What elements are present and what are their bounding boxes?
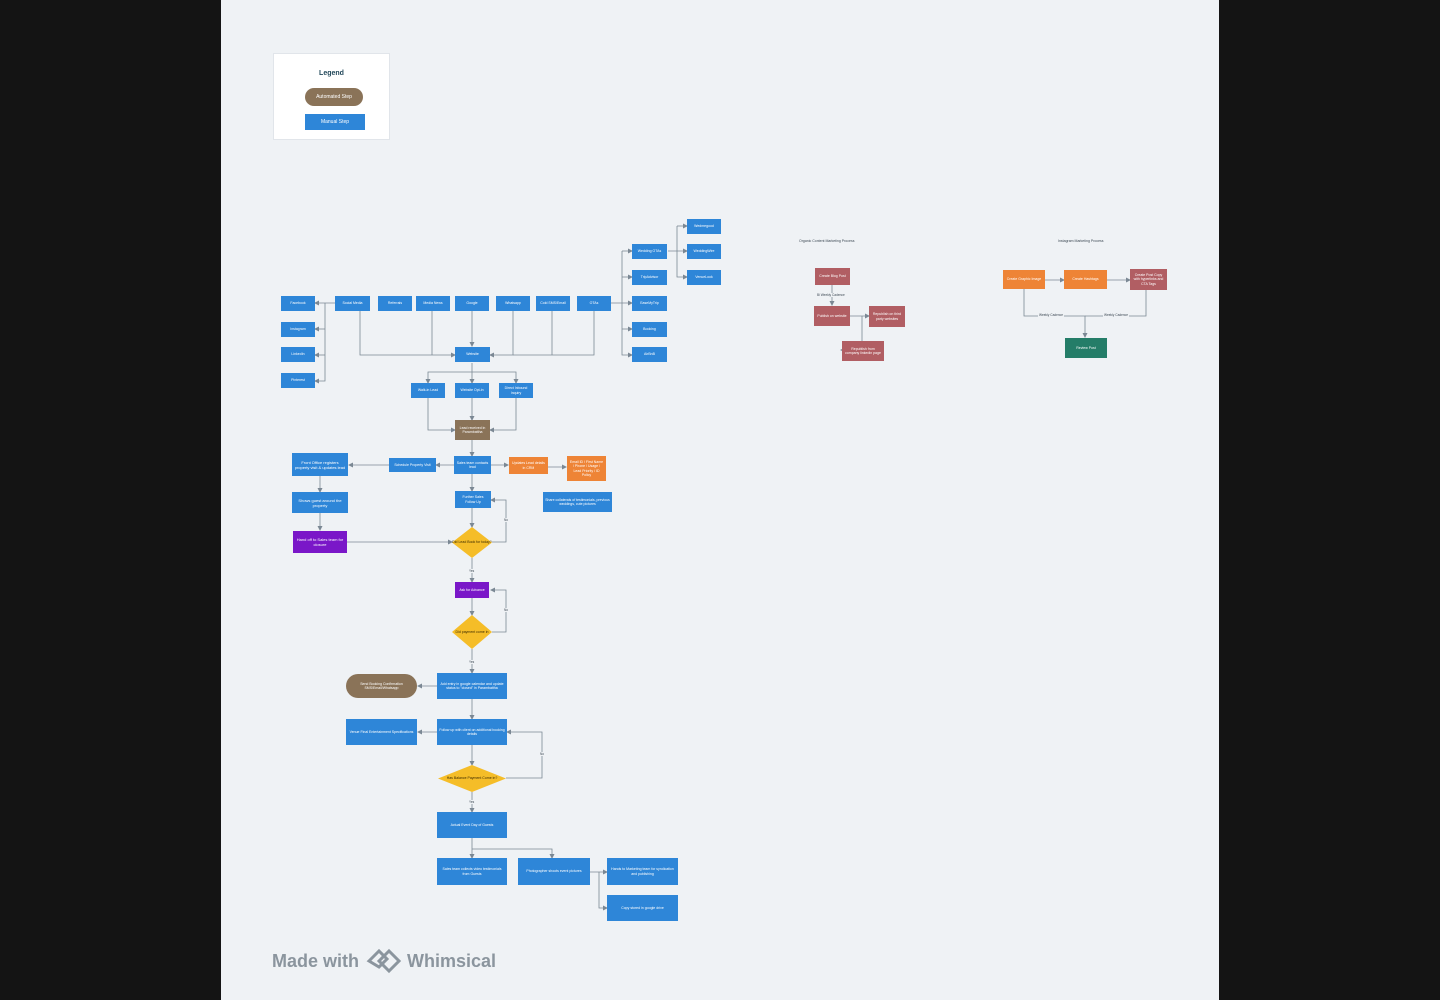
- decision-balance-payment-label: Has Balance Payment Come in?: [446, 776, 498, 781]
- node-hand-off[interactable]: Hand off to Sales team for closure: [293, 531, 347, 553]
- edge-label-yes-3: Yes: [468, 800, 476, 804]
- legend-automated-step: Automated Step: [305, 88, 363, 106]
- node-airbnb[interactable]: AirBnB: [632, 347, 667, 362]
- edge-label-yes-1: Yes: [468, 569, 476, 573]
- node-easemytrip[interactable]: EaseMyTrip: [632, 296, 667, 311]
- node-updates-crm[interactable]: Updates Lead details in CRM: [509, 457, 548, 474]
- node-social-media[interactable]: Social Media: [335, 296, 370, 311]
- node-share-collaterals[interactable]: Share collaterals of testimonials, previ…: [543, 492, 612, 512]
- node-facebook[interactable]: Facebook: [281, 296, 315, 311]
- node-review-post[interactable]: Review Post: [1065, 338, 1107, 358]
- whimsical-logo-icon: [366, 948, 402, 974]
- made-with-text: Made with: [272, 950, 360, 971]
- node-venuelook[interactable]: VenueLook: [687, 270, 721, 285]
- node-followup-additional[interactable]: Follow up with client on additional book…: [437, 719, 507, 745]
- node-booking[interactable]: Booking: [632, 322, 667, 337]
- node-walk-in-lead[interactable]: Walk-in Lead: [411, 383, 445, 398]
- connector-layer: [314, 223, 1147, 911]
- node-create-blog[interactable]: Create Blog Post: [815, 268, 850, 285]
- node-cold-sms-email[interactable]: Cold SMS/Email: [536, 296, 570, 311]
- made-with-whimsical[interactable]: Made with Whimsical: [272, 945, 496, 977]
- decision-lead-booked[interactable]: Did Lead Book for today?: [452, 527, 492, 558]
- instagram-process-title: Instagram Marketing Process: [1058, 239, 1104, 243]
- node-publish-website[interactable]: Publish on website: [814, 306, 850, 326]
- edge-label-yes-2: Yes: [468, 660, 476, 664]
- node-sales-team-contacts[interactable]: Sales team contacts lead: [454, 456, 491, 474]
- edge-label-no-1: No: [503, 518, 510, 522]
- node-copy-drive[interactable]: Copy stored in google drive: [607, 895, 678, 921]
- node-direct-inbound[interactable]: Direct Inbound Inquiry: [499, 383, 533, 398]
- node-sales-video[interactable]: Sales team collects video testimonials f…: [437, 858, 507, 885]
- node-pinterest[interactable]: Pinterest: [281, 373, 315, 388]
- legend-panel: Legend Automated Step Manual Step: [273, 53, 390, 140]
- node-create-image[interactable]: Create Graphic Image: [1003, 270, 1045, 289]
- node-send-confirmation[interactable]: Send Booking Confirmation SMS/Email/What…: [346, 674, 417, 698]
- node-website[interactable]: Website: [455, 347, 490, 362]
- edge-label-no-3: No: [539, 752, 546, 756]
- node-website-opt-in[interactable]: Website Opt-in: [455, 383, 489, 398]
- node-venue-specs[interactable]: Venue Final Entertainment Specifications: [346, 719, 417, 745]
- node-wedding-otas[interactable]: Wedding OTAs: [632, 244, 667, 259]
- node-shows-guest[interactable]: Shows guest around the property: [292, 492, 348, 513]
- legend-title: Legend: [319, 70, 344, 77]
- node-republish-linkedin[interactable]: Republish from company linkedin page: [842, 341, 884, 361]
- edge-label-no-2: No: [503, 608, 510, 612]
- node-referrals[interactable]: Referrals: [378, 296, 412, 311]
- legend-manual-step: Manual Step: [305, 114, 365, 130]
- decision-balance-payment[interactable]: Has Balance Payment Come in?: [438, 765, 506, 792]
- decision-payment-label: Did payment come in: [455, 629, 489, 634]
- decision-lead-booked-label: Did Lead Book for today?: [452, 540, 492, 545]
- node-instagram[interactable]: Instagram: [281, 322, 315, 337]
- whimsical-wordmark: Whimsical: [407, 950, 497, 971]
- edge-label-weekly-2: Weekly Cadence: [1103, 313, 1130, 317]
- node-schedule-visit[interactable]: Schedule Property Visit: [389, 458, 436, 472]
- node-media-news[interactable]: Media News: [416, 296, 450, 311]
- node-republish-third[interactable]: Republish on third party websites: [869, 306, 905, 327]
- node-further-followup[interactable]: Further Sales Follow Up: [455, 491, 491, 508]
- node-actual-event[interactable]: Actual Event Day of Guests: [437, 812, 507, 838]
- node-ask-advance[interactable]: Ask for Advance: [455, 582, 489, 598]
- node-whatsapp[interactable]: Whatsapp: [496, 296, 530, 311]
- edge-label-bi-weekly: Bi Weekly Cadence: [816, 293, 846, 297]
- node-weddingwire[interactable]: WeddingWire: [687, 244, 721, 259]
- edge-label-weekly-1: Weekly Cadence: [1038, 313, 1065, 317]
- node-lead-received[interactable]: Lead received in Parambattha: [455, 420, 490, 440]
- node-linkedin[interactable]: LinkedIn: [281, 347, 315, 362]
- node-create-post[interactable]: Create Post Copy with hyperlinks and CTA…: [1130, 269, 1167, 290]
- node-google[interactable]: Google: [455, 296, 489, 311]
- decision-payment[interactable]: Did payment come in: [452, 615, 492, 649]
- node-create-hashtags[interactable]: Create Hashtags: [1064, 270, 1107, 289]
- node-otas[interactable]: OTAs: [577, 296, 611, 311]
- node-front-office[interactable]: Front Office registers property visit & …: [292, 453, 348, 476]
- organic-process-title: Organic Content Marketing Process: [799, 239, 855, 243]
- node-tripadvisor[interactable]: TripAdvisor: [632, 270, 667, 285]
- node-crm-fields[interactable]: Email ID / First Name / Phone / Usage / …: [567, 456, 606, 481]
- whimsical-canvas: Legend Automated Step Manual Step Organi…: [221, 0, 1219, 1000]
- node-wedmegood[interactable]: Wedmegood: [687, 219, 721, 234]
- node-add-calendar[interactable]: Add entry in google calendar and update …: [437, 673, 507, 699]
- node-photographer[interactable]: Photographer shoots event pictures: [518, 858, 590, 885]
- node-marketing-team[interactable]: Hands to Marketing team for syndication …: [607, 858, 678, 885]
